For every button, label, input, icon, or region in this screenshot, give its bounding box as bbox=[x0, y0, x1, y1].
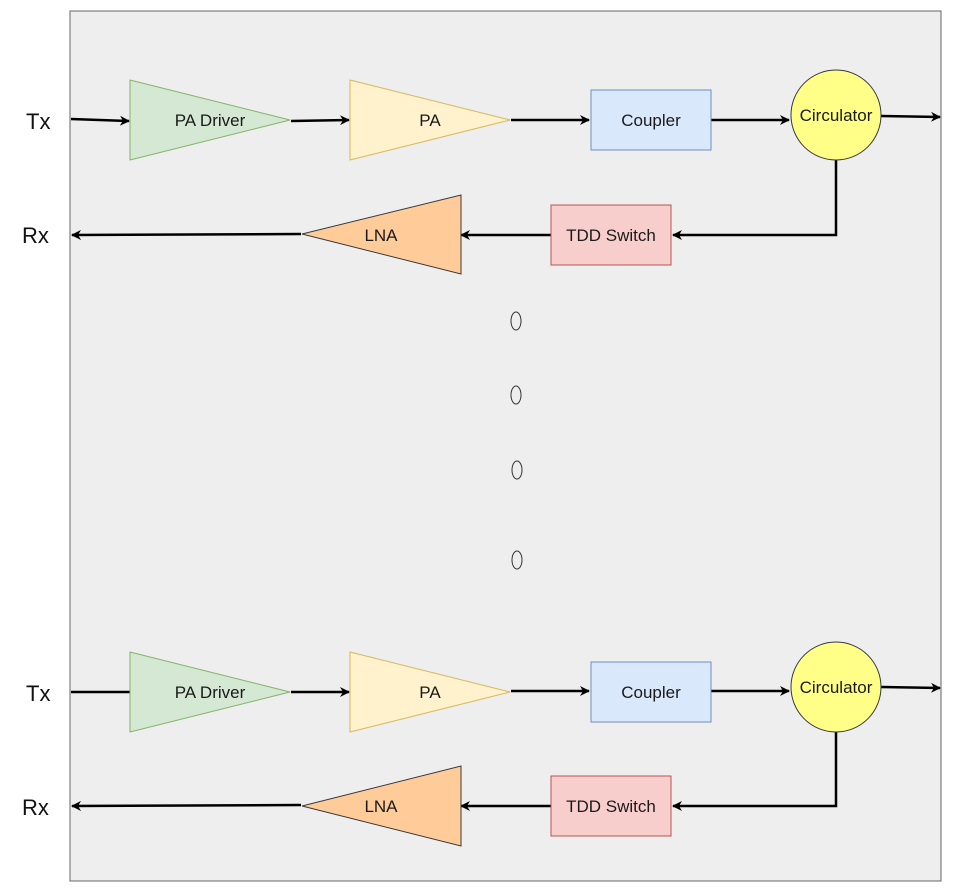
circulator-to-switch-wire bbox=[672, 160, 838, 240]
coupler-label: Coupler bbox=[621, 111, 681, 130]
pa-driver-label: PA Driver bbox=[175, 683, 246, 702]
ellipsis-dot bbox=[511, 550, 523, 570]
antenna-output-wire bbox=[880, 111, 941, 122]
tx-label: Tx bbox=[26, 681, 50, 706]
pa-driver-label: PA Driver bbox=[175, 111, 246, 130]
pa-driver-amplifier bbox=[129, 79, 291, 161]
tx-label: Tx bbox=[26, 109, 50, 134]
rx-label: Rx bbox=[22, 795, 49, 820]
rx-output-wire bbox=[71, 800, 302, 811]
coupler-block bbox=[590, 661, 712, 723]
tdd-switch-label: TDD Switch bbox=[566, 797, 656, 816]
pa-amplifier bbox=[349, 79, 511, 161]
driver-to-pa-wire bbox=[290, 115, 350, 126]
chain-2: Tx Rx PA Driver PA Coupler Circulator TD… bbox=[22, 641, 941, 847]
pa-label: PA bbox=[419, 111, 441, 130]
lna-label: LNA bbox=[364, 797, 398, 816]
tx-input-wire bbox=[70, 115, 130, 126]
tdd-switch-label: TDD Switch bbox=[566, 226, 656, 245]
rx-label: Rx bbox=[22, 223, 49, 248]
pa-amplifier bbox=[349, 651, 511, 733]
circulator-label: Circulator bbox=[800, 106, 873, 125]
continuation-ellipsis bbox=[510, 311, 523, 570]
circulator-to-switch-wire bbox=[672, 732, 838, 811]
circulator bbox=[790, 69, 882, 161]
tdd-switch-block bbox=[550, 204, 672, 266]
rx-output-wire bbox=[71, 229, 302, 240]
ellipsis-dot bbox=[510, 385, 522, 405]
ellipsis-dot bbox=[510, 311, 522, 331]
circulator-label: Circulator bbox=[800, 678, 873, 697]
lna-label: LNA bbox=[364, 226, 398, 245]
coupler-label: Coupler bbox=[621, 683, 681, 702]
pa-driver-amplifier bbox=[129, 651, 291, 733]
background-panel bbox=[69, 10, 942, 882]
circulator bbox=[790, 641, 882, 733]
tdd-switch-block bbox=[550, 775, 672, 837]
chain-1: Tx Rx PA Driver PA Coupler Circulator TD… bbox=[22, 69, 941, 275]
lna-amplifier bbox=[301, 194, 462, 275]
coupler-block bbox=[590, 89, 712, 151]
antenna-output-wire bbox=[880, 682, 941, 693]
lna-amplifier bbox=[301, 765, 462, 847]
pa-label: PA bbox=[419, 683, 441, 702]
ellipsis-dot bbox=[511, 460, 523, 480]
